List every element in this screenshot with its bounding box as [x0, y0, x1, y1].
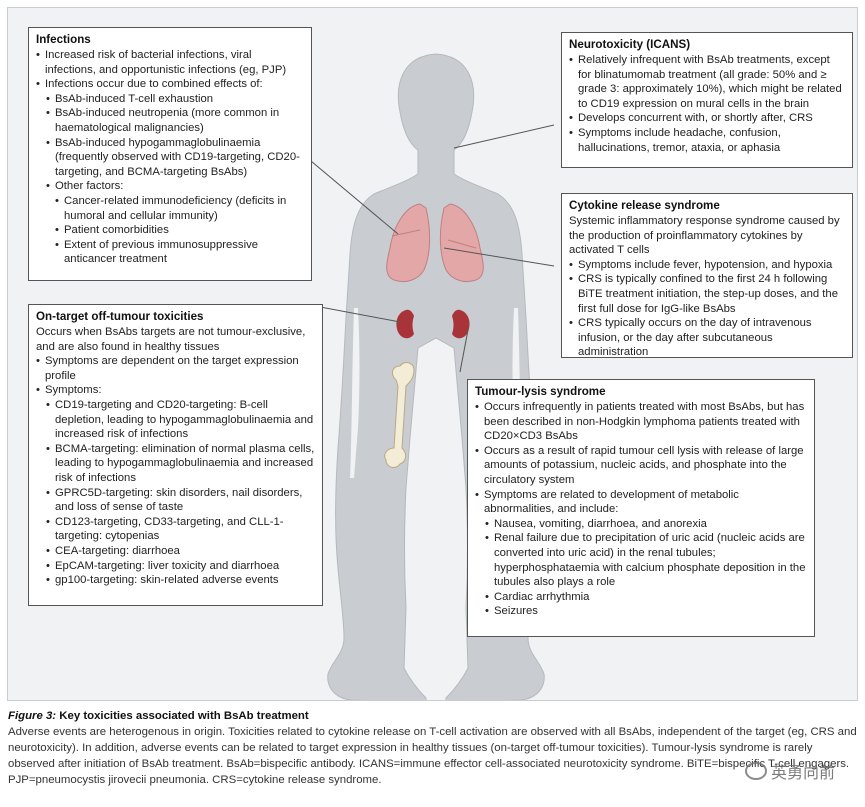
kidneys	[396, 309, 470, 339]
watermark-text: 英勇向前	[771, 763, 836, 782]
watermark: 英勇向前	[745, 758, 855, 784]
list-item: Relatively infrequent with BsAb treatmen…	[569, 53, 845, 111]
list-item: Symptoms are dependent on the target exp…	[36, 354, 315, 383]
list-item: CRS typically occurs on the day of intra…	[569, 316, 845, 360]
crs-intro: Systemic inflammatory response syndrome …	[569, 215, 840, 257]
infections-title: Infections	[36, 33, 91, 46]
list-item: Symptoms:	[36, 383, 315, 398]
list-item: Extent of previous immunosuppressive ant…	[36, 238, 304, 267]
figure-caption: Figure 3: Key toxicities associated with…	[8, 708, 858, 788]
lungs	[386, 203, 484, 283]
list-item: Increased risk of bacterial infections, …	[36, 48, 304, 77]
list-item: Infections occur due to combined effects…	[36, 77, 304, 92]
icans-list: Relatively infrequent with BsAb treatmen…	[569, 53, 845, 155]
list-item: Occurs infrequently in patients treated …	[475, 400, 807, 444]
list-item: Other factors:	[36, 179, 304, 194]
list-item: Patient comorbidities	[36, 223, 304, 238]
caption-text: Adverse events are heterogenous in origi…	[8, 726, 857, 786]
crs-title: Cytokine release syndrome	[569, 199, 720, 212]
left-arm-gap	[350, 308, 360, 478]
neurotoxicity-box: Neurotoxicity (ICANS) Relatively infrequ…	[561, 32, 853, 168]
on-target-off-tumour-box: On-target off-tumour toxicities Occurs w…	[28, 304, 323, 606]
list-item: Cancer-related immunodeficiency (deficit…	[36, 194, 304, 223]
list-item: Cardiac arrhythmia	[475, 590, 807, 605]
list-item: Symptoms include headache, confusion, ha…	[569, 126, 845, 155]
list-item: BCMA-targeting: elimination of normal pl…	[36, 442, 315, 486]
crs-list: Symptoms include fever, hypotension, and…	[569, 258, 845, 360]
caption-title: Key toxicities associated with BsAb trea…	[59, 710, 309, 722]
list-item: Occurs as a result of rapid tumour cell …	[475, 444, 807, 488]
icans-title: Neurotoxicity (ICANS)	[569, 38, 691, 51]
list-item: CEA-targeting: diarrhoea	[36, 544, 315, 559]
list-item: Symptoms include fever, hypotension, and…	[569, 258, 845, 273]
tumour-lysis-box: Tumour-lysis syndrome Occurs infrequentl…	[467, 379, 815, 637]
caption-figure-label: Figure 3:	[8, 710, 57, 722]
list-item: BsAb-induced T-cell exhaustion	[36, 92, 304, 107]
list-item: gp100-targeting: skin-related adverse ev…	[36, 573, 315, 588]
list-item: Nausea, vomiting, diarrhoea, and anorexi…	[475, 517, 807, 532]
femur-bone	[384, 362, 415, 468]
wechat-icon	[745, 762, 767, 780]
list-item: CD123-targeting, CD33-targeting, and CLL…	[36, 515, 315, 544]
list-item: Symptoms are related to development of m…	[475, 488, 807, 517]
list-item: EpCAM-targeting: liver toxicity and diar…	[36, 559, 315, 574]
tls-list: Occurs infrequently in patients treated …	[475, 400, 807, 619]
list-item: GPRC5D-targeting: skin disorders, nail d…	[36, 486, 315, 515]
on-target-intro: Occurs when BsAbs targets are not tumour…	[36, 326, 306, 353]
infections-list: Increased risk of bacterial infections, …	[36, 48, 304, 267]
infections-box: Infections Increased risk of bacterial i…	[28, 27, 312, 281]
connector-lines	[304, 124, 555, 373]
list-item: BsAb-induced neutropenia (more common in…	[36, 106, 304, 135]
list-item: CD19-targeting and CD20-targeting: B-cel…	[36, 398, 315, 442]
list-item: BsAb-induced hypogammaglobulinaemia (fre…	[36, 136, 304, 180]
figure-panel: Infections Increased risk of bacterial i…	[7, 7, 858, 701]
list-item: Develops concurrent with, or shortly aft…	[569, 111, 845, 126]
on-target-title: On-target off-tumour toxicities	[36, 310, 204, 323]
list-item: CRS is typically confined to the first 2…	[569, 272, 845, 316]
caption-heading: Figure 3: Key toxicities associated with…	[8, 708, 858, 724]
cytokine-release-box: Cytokine release syndrome Systemic infla…	[561, 193, 853, 358]
list-item: Seizures	[475, 604, 807, 619]
on-target-list: Symptoms are dependent on the target exp…	[36, 354, 315, 588]
tls-title: Tumour-lysis syndrome	[475, 385, 606, 398]
list-item: Renal failure due to precipitation of ur…	[475, 531, 807, 589]
